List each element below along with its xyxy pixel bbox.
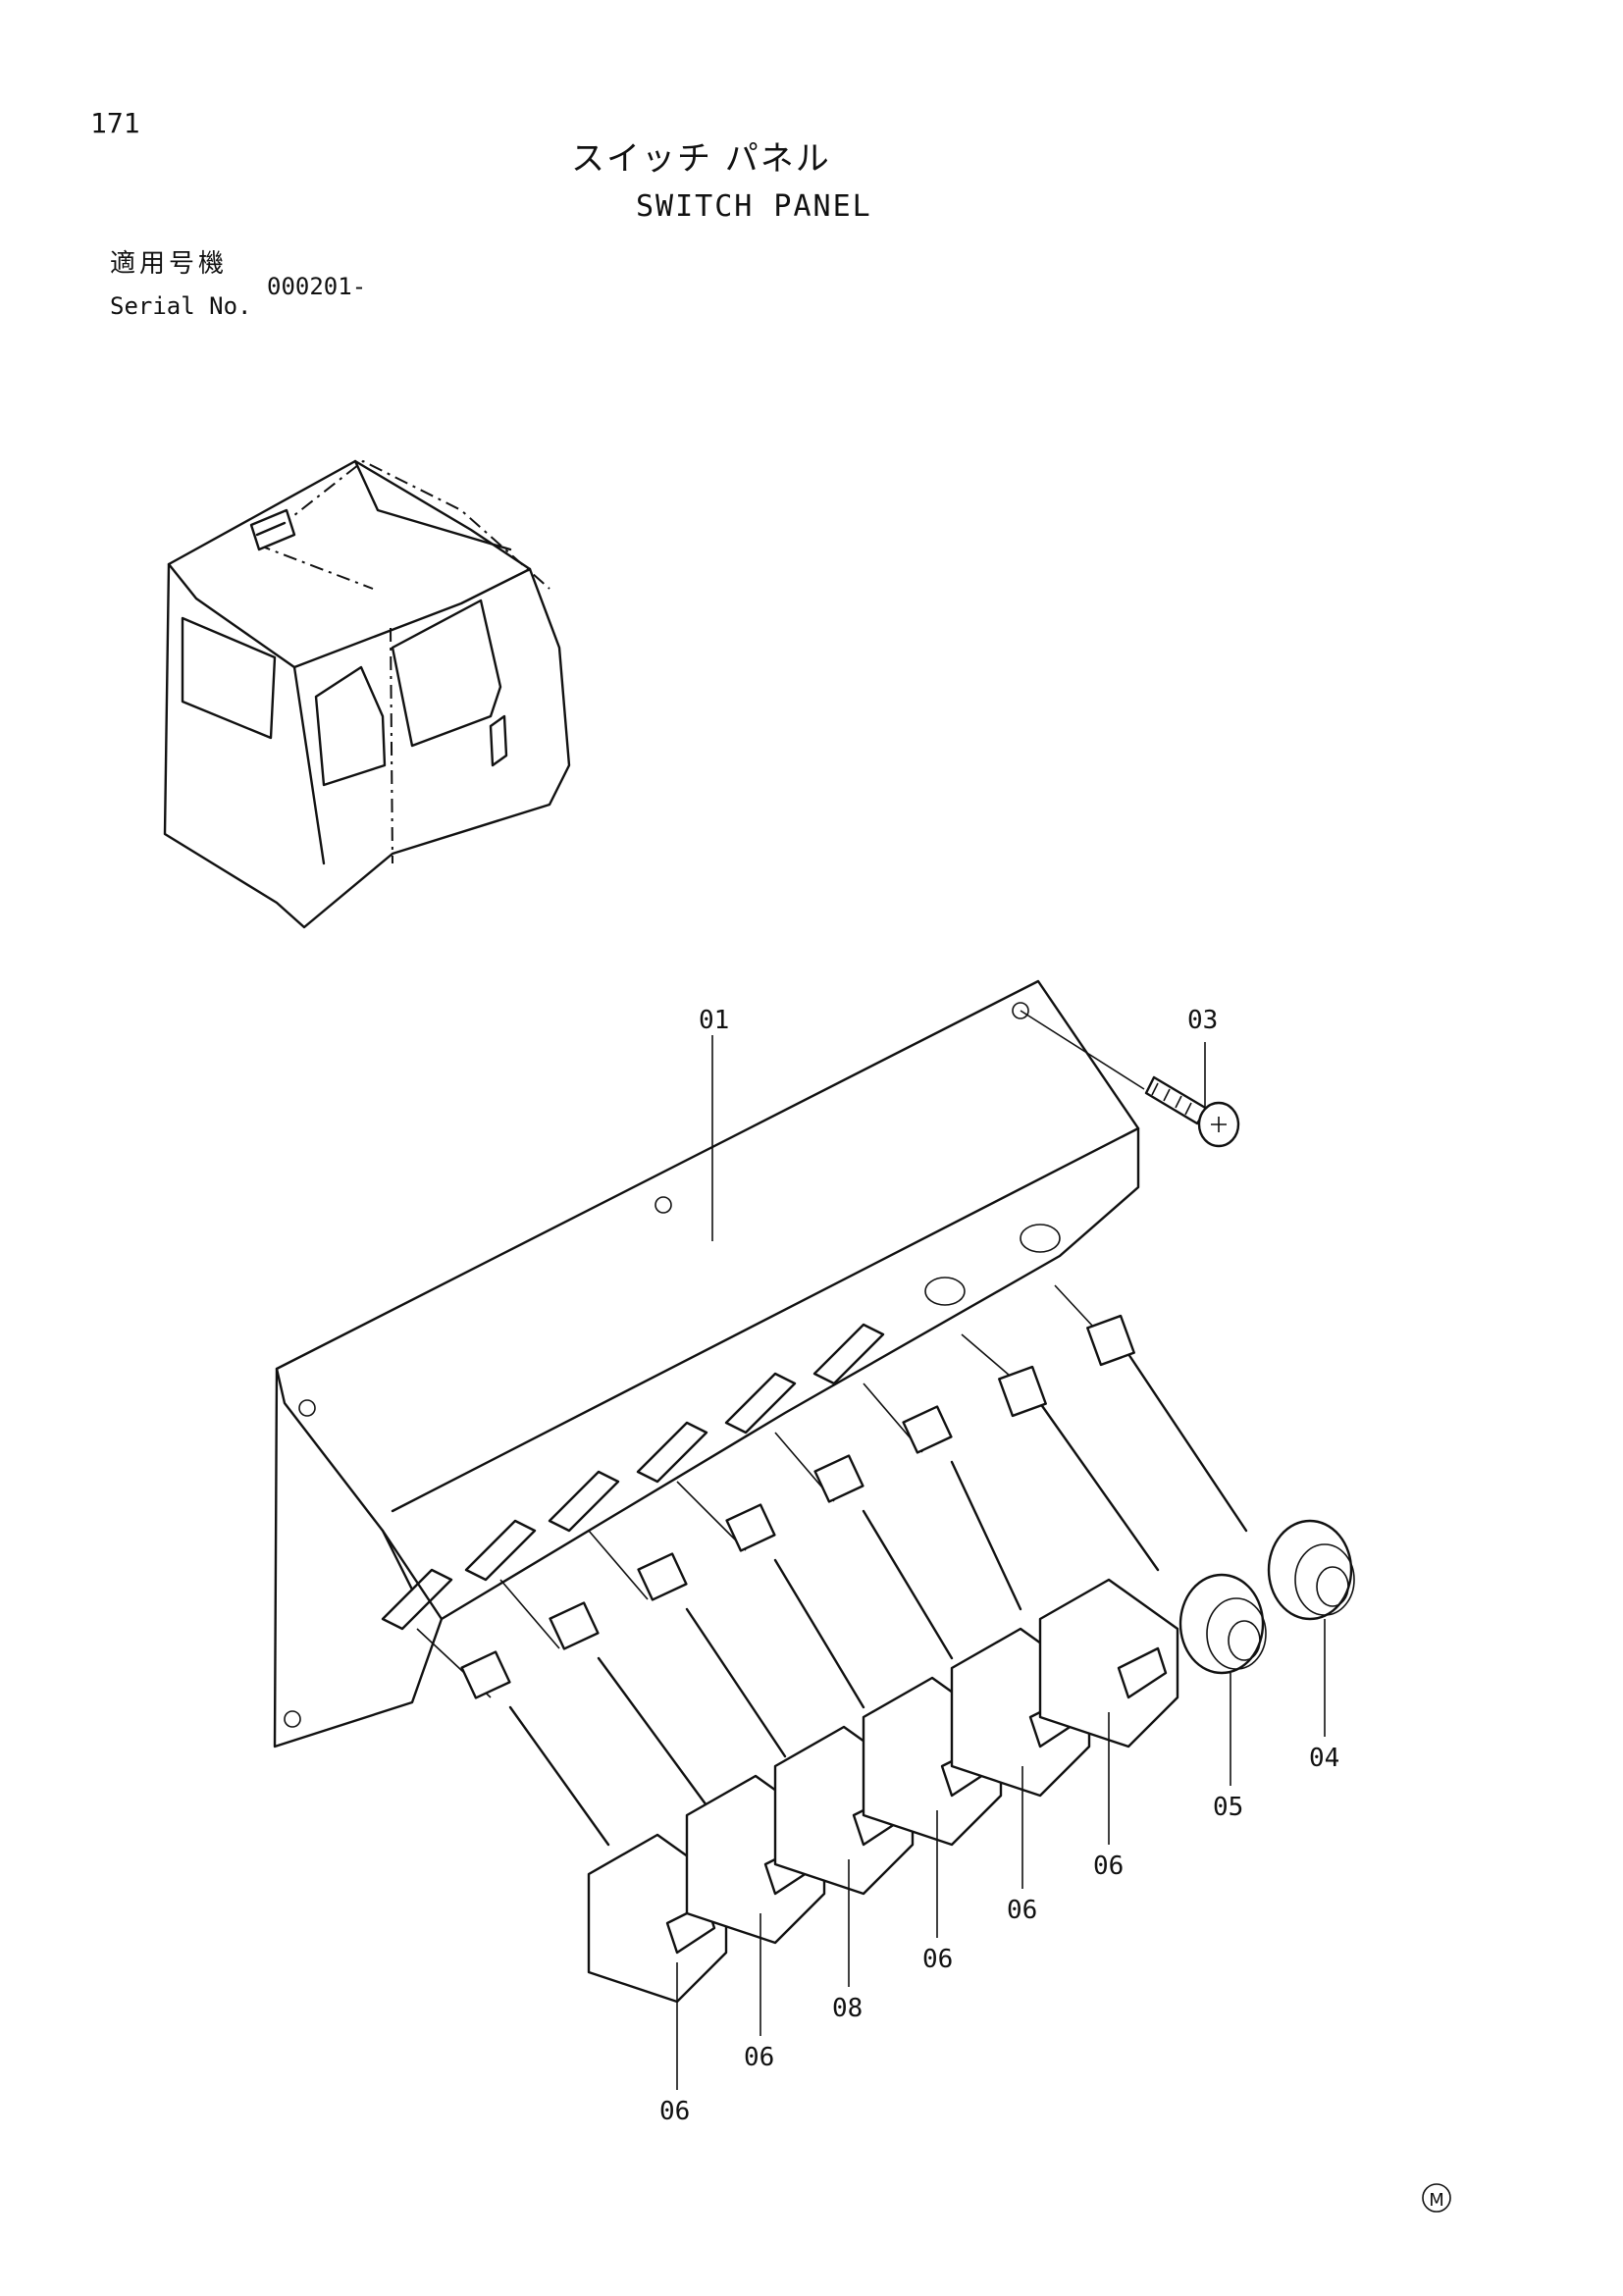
cab-key-diagram xyxy=(163,459,571,929)
callout-05: 05 xyxy=(1213,1793,1243,1822)
circled-m-mark: M xyxy=(1422,2183,1451,2213)
switch-panel-location-marker xyxy=(249,508,296,551)
callout-03: 03 xyxy=(1187,1006,1218,1035)
callout-08: 08 xyxy=(832,1994,863,2023)
round-switch-part-04 xyxy=(1267,1519,1355,1621)
serial-label-japanese: 適用号機 xyxy=(110,249,229,279)
callout-06-a: 06 xyxy=(1093,1852,1124,1881)
page-title-japanese: スイッチ パネル xyxy=(571,139,831,179)
callout-06-b: 06 xyxy=(1007,1896,1037,1925)
callout-06-e: 06 xyxy=(659,2097,690,2126)
leader-lines xyxy=(676,1035,1326,2090)
page-number: 171 xyxy=(90,107,140,139)
footer-mark-letter: M xyxy=(1429,2190,1444,2211)
switch-harness-group xyxy=(416,1284,1248,2004)
serial-number-value: 000201- xyxy=(267,273,367,300)
callout-01: 01 xyxy=(699,1006,729,1035)
callout-06-c: 06 xyxy=(922,1945,953,1974)
callout-labels: 01 03 04 05 06 06 06 08 06 06 xyxy=(659,1006,1339,2126)
round-switch-part-05 xyxy=(1178,1573,1267,1675)
switch-cutouts xyxy=(381,1224,1061,1631)
callout-04: 04 xyxy=(1309,1744,1339,1773)
serial-label-english: Serial No. xyxy=(110,292,252,320)
switch-panel-body xyxy=(273,979,1140,1748)
callout-06-d: 06 xyxy=(744,2043,774,2072)
page-title-english: SWITCH PANEL xyxy=(636,189,872,224)
screw-part-03 xyxy=(1020,1010,1240,1148)
